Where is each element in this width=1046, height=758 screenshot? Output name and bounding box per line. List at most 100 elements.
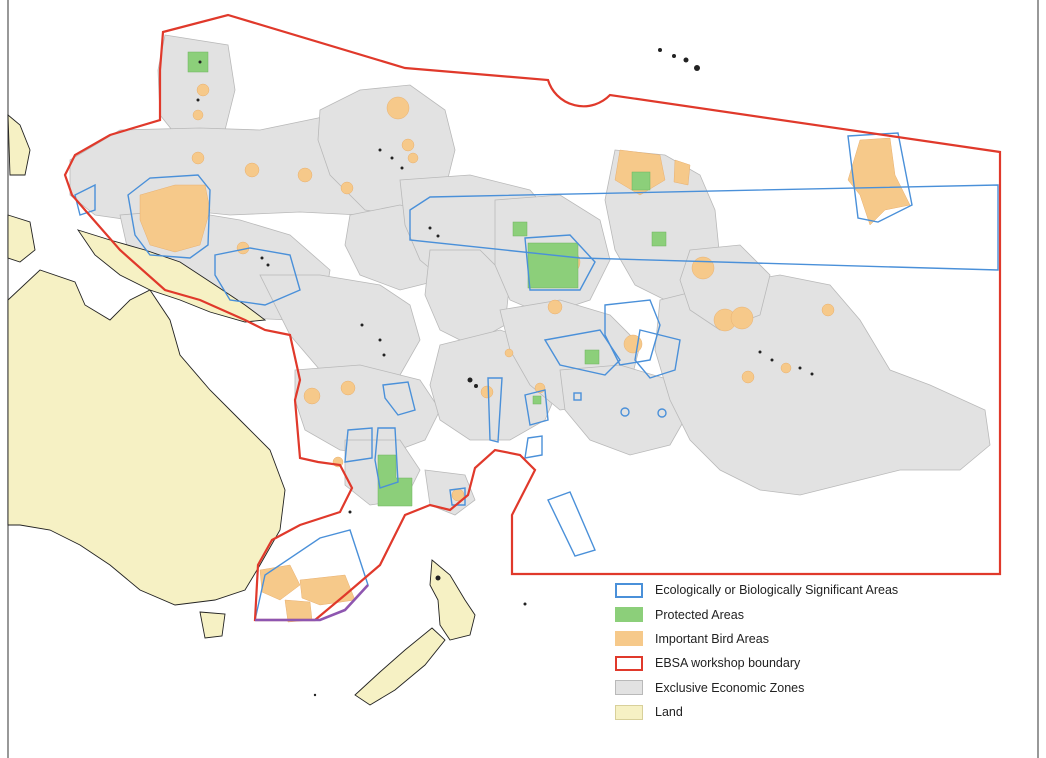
island — [313, 693, 317, 697]
ebsa-phoenix — [524, 234, 596, 291]
protected-area-samoa — [532, 395, 542, 405]
eez-cook — [559, 364, 691, 456]
legend-swatch-protected — [615, 607, 643, 623]
ebsa-nc-1 — [344, 427, 373, 463]
bird-area-line-2 — [691, 256, 715, 280]
bird-area-hawaii-east — [847, 137, 911, 226]
ebsa-norfolk — [449, 487, 466, 506]
bird-area-marianas-1 — [196, 83, 210, 97]
map-legend: Ecologically or Biologically Significant… — [615, 578, 945, 724]
island — [196, 98, 200, 102]
island — [382, 353, 386, 357]
legend-item-eez: Exclusive Economic Zones — [615, 676, 945, 700]
bird-area-line-small — [673, 159, 691, 186]
legend-label-bird: Important Bird Areas — [655, 631, 769, 646]
ebsa-workshop-boundary — [63, 13, 1002, 622]
legend-swatch-eez — [615, 680, 643, 696]
bird-area-fsm-4 — [340, 181, 354, 195]
island — [348, 510, 352, 514]
legend-item-land: Land — [615, 700, 945, 724]
bird-area-nz-sub-2 — [299, 574, 356, 606]
bird-area-fp-1 — [821, 303, 835, 317]
island — [474, 384, 478, 388]
legend-swatch-boundary — [615, 655, 643, 671]
land-new-zealand-north — [429, 559, 476, 641]
protected-area-line-2 — [651, 231, 667, 247]
protected-area-marianas — [187, 51, 209, 73]
ebsa-hawaii-east — [847, 132, 913, 223]
land-tasmania — [199, 611, 226, 639]
island — [758, 350, 762, 354]
island — [378, 338, 382, 342]
ebsa-small-2 — [657, 408, 667, 418]
ebsa-vanuatu — [382, 381, 416, 416]
bird-area-nz-sub — [259, 564, 301, 601]
island — [436, 234, 440, 238]
legend-item-bird: Important Bird Areas — [615, 627, 945, 651]
land-new-zealand-south — [354, 627, 446, 706]
ebsa-png-bismarck — [214, 247, 301, 306]
ebsa-small-1 — [620, 407, 630, 417]
legend-item-ebsa: Ecologically or Biologically Significant… — [615, 578, 945, 602]
island — [467, 377, 473, 383]
ebsa-small-3 — [573, 392, 582, 401]
island — [378, 148, 382, 152]
island — [428, 226, 432, 230]
bird-area-palau-large — [139, 184, 211, 253]
legend-label-protected: Protected Areas — [655, 607, 744, 622]
legend-swatch-land — [615, 704, 643, 720]
island — [400, 166, 404, 170]
legend-label-land: Land — [655, 705, 683, 720]
eez-french-polynesia — [654, 274, 991, 496]
island — [523, 602, 527, 606]
protected-area-howland — [512, 221, 528, 237]
bird-area-fsm-2 — [244, 162, 260, 178]
ebsa-tonga-1 — [524, 435, 543, 459]
bird-area-solomon-1 — [303, 387, 321, 405]
island — [672, 54, 676, 58]
protected-area-line-1 — [631, 171, 651, 191]
island — [360, 323, 364, 327]
legend-label-ebsa: Ecologically or Biologically Significant… — [655, 583, 899, 598]
ebsa-nz-long — [547, 491, 596, 557]
island — [390, 156, 394, 160]
protected-area-tonga — [584, 349, 600, 365]
bird-area-vanuatu-1 — [340, 380, 356, 396]
bird-area-marshall-1 — [386, 96, 410, 120]
land-borneo-edge — [7, 214, 36, 263]
island — [694, 65, 700, 71]
ebsa-palau — [127, 174, 211, 259]
bird-area-fsm-3 — [297, 167, 313, 183]
bird-area-line-4 — [730, 306, 754, 330]
island — [260, 256, 264, 260]
bird-area-fiji-1 — [480, 385, 494, 399]
land-australia — [7, 269, 286, 606]
legend-label-eez: Exclusive Economic Zones — [655, 680, 805, 695]
legend-item-boundary: EBSA workshop boundary — [615, 651, 945, 675]
protected-area-phoenix — [527, 242, 579, 289]
ebsa-cook-n — [634, 329, 681, 379]
island — [683, 57, 689, 63]
legend-swatch-bird — [615, 631, 643, 647]
workshop-boundary-layer — [63, 13, 1002, 622]
bird-area-marshall-3 — [407, 152, 419, 164]
bird-area-fp-2 — [741, 370, 755, 384]
ebsa-west-edge — [74, 183, 96, 216]
bird-area-marianas-2 — [192, 109, 204, 121]
island — [810, 372, 814, 376]
island — [658, 48, 662, 52]
eez-north-marianas — [157, 34, 236, 141]
ebsa-equatorial-band — [409, 184, 999, 271]
bird-area-marshall-2 — [401, 138, 415, 152]
bird-area-fsm-1 — [191, 151, 205, 165]
island — [770, 358, 774, 362]
island — [266, 263, 270, 267]
legend-label-boundary: EBSA workshop boundary — [655, 656, 801, 671]
bird-area-fp-3 — [780, 362, 792, 374]
island — [198, 60, 202, 64]
ebsa-fiji-1 — [487, 377, 503, 443]
legend-item-protected: Protected Areas — [615, 602, 945, 626]
bird-area-tonga-2 — [504, 348, 514, 358]
